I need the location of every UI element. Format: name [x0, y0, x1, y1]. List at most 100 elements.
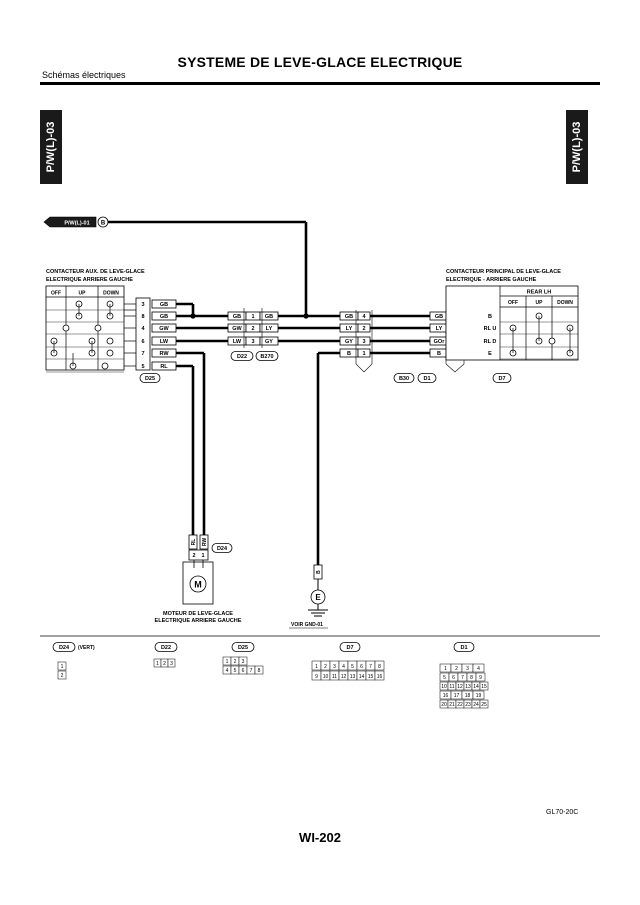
ja-in-gb-text: GB	[233, 314, 241, 320]
left-switch-pin-3: 3	[141, 302, 144, 308]
view-d25-cell	[254, 665, 264, 675]
main-switch-col-down: DOWN	[557, 300, 573, 306]
left-wire-lw-text: LW	[160, 339, 169, 345]
view-d24-note: (VERT)	[78, 645, 95, 651]
ja-pin-3: 3	[251, 339, 254, 345]
jb-wire-gb-text: GB	[345, 314, 353, 320]
left-switch-col-off: OFF	[51, 291, 61, 297]
ground-symbol-text: E	[315, 593, 321, 602]
view-d24-cell-1: 1	[61, 664, 64, 670]
view-d7-cell	[374, 670, 385, 681]
connector-d25	[139, 373, 161, 383]
view-d1-cell-2: 2	[455, 666, 458, 672]
left-switch-pin-5: 5	[141, 364, 144, 370]
side-tab-left: P/W(L)-03	[40, 110, 62, 184]
main-switch-col-off: OFF	[508, 300, 518, 306]
jb-wire-b-text: B	[347, 351, 351, 357]
view-d25-cell-3: 3	[242, 659, 245, 665]
left-wire-rw-text: RW	[159, 351, 169, 357]
view-d7-cell-10: 10	[323, 674, 329, 680]
jb-wire-gy-text: GY	[345, 339, 353, 345]
jb-bracket	[355, 310, 373, 373]
motor-pin-1: 1	[201, 553, 204, 559]
input-ref-arrow	[43, 216, 97, 228]
view-d7-cell-5: 5	[351, 664, 354, 670]
view-d25-cell	[238, 656, 248, 666]
view-d25-cell-2: 2	[234, 659, 237, 665]
view-d22-cell-1: 1	[156, 661, 159, 667]
left-switch-body	[45, 285, 125, 371]
view-d1-cell-21: 21	[449, 702, 455, 708]
view-d1-cell	[479, 681, 489, 691]
jb-wire-ly-text: LY	[346, 326, 353, 332]
view-d7-cell-7: 7	[369, 664, 372, 670]
connector-d7	[492, 373, 512, 383]
connector-d22	[230, 351, 254, 361]
switch-contact	[94, 324, 102, 332]
motor-symbol	[189, 575, 207, 593]
connector-d7-text: D7	[498, 376, 505, 382]
connector-b30	[393, 373, 415, 383]
connector-d22-text: D22	[237, 354, 247, 360]
view-d7-name-text: D7	[346, 645, 353, 651]
view-d1-cell-13: 13	[465, 684, 471, 690]
view-d1-cell-19: 19	[476, 693, 482, 699]
left-wire-gb-text: GB	[160, 302, 168, 308]
motor-wire-tag	[199, 534, 209, 550]
view-d1-cell-23: 23	[465, 702, 471, 708]
jb-pin-4: 4	[362, 314, 366, 320]
ground-ref-label: VOIR GND-01	[291, 622, 323, 628]
view-d7-cell-12: 12	[341, 674, 347, 680]
connector-b270	[255, 351, 279, 361]
ja-out-ly-text: LY	[266, 326, 273, 332]
view-d1-cell-11: 11	[449, 684, 454, 690]
ground-wire-b: B	[316, 570, 322, 574]
view-d25-name-text: D25	[238, 645, 248, 651]
view-d25-cell-8: 8	[258, 668, 261, 674]
left-switch-pin-7: 7	[141, 351, 144, 357]
connector-d25-text: D25	[145, 376, 155, 382]
view-d1-cell-15: 15	[481, 684, 487, 690]
jc-wire-gor-text: GOr	[434, 339, 446, 345]
view-d7-cell-1: 1	[315, 664, 318, 670]
left-switch-pin-4: 4	[141, 326, 145, 332]
main-switch-title: ELECTRIQUE - ARRIERE GAUCHE	[446, 277, 537, 283]
connector-b270-text: B270	[260, 354, 273, 360]
figure-code: GL70-20C	[546, 809, 579, 816]
view-d22-name-text: D22	[161, 645, 171, 651]
main-switch-row-rl-u: RL U	[484, 326, 497, 332]
view-d25-cell-7: 7	[250, 668, 253, 674]
view-d24-cell	[57, 670, 67, 680]
motor-pins	[188, 549, 209, 561]
view-d7-cell-14: 14	[359, 674, 365, 680]
view-d1-cell-17: 17	[454, 693, 460, 699]
view-d1-cell-22: 22	[457, 702, 463, 708]
connector-b30-text: B30	[399, 376, 409, 382]
jc-wire-b-text: B	[437, 351, 441, 357]
switch-contact	[62, 324, 70, 332]
side-tab-right: P/W(L)-03	[566, 110, 588, 184]
view-d7-cell-9: 9	[315, 674, 318, 680]
view-d7-cell-13: 13	[350, 674, 356, 680]
view-d1-cell	[479, 699, 489, 709]
view-d25-cell-4: 4	[226, 668, 229, 674]
main-switch-contact	[548, 337, 556, 345]
main-switch-header: REAR LH	[527, 290, 551, 296]
input-ref-label: P/W(L)-01	[64, 220, 89, 226]
view-d25-name	[231, 642, 255, 652]
view-d1-cell	[472, 690, 485, 700]
switch-contact	[101, 362, 109, 370]
jb-pin-2: 2	[362, 326, 365, 332]
left-switch-pin-6: 6	[141, 339, 144, 345]
left-switch-connector	[135, 297, 151, 371]
section-subtitle: Schémas électriques	[42, 70, 126, 80]
view-d25-cell-6: 6	[242, 668, 245, 674]
main-switch-row-rl-d: RL D	[484, 339, 497, 345]
left-switch-col-up: UP	[79, 291, 87, 297]
view-d7-cell-2: 2	[324, 664, 327, 670]
switch-contact	[106, 337, 114, 345]
view-d1-cell-5: 5	[443, 675, 446, 681]
connector-d24	[211, 543, 233, 553]
